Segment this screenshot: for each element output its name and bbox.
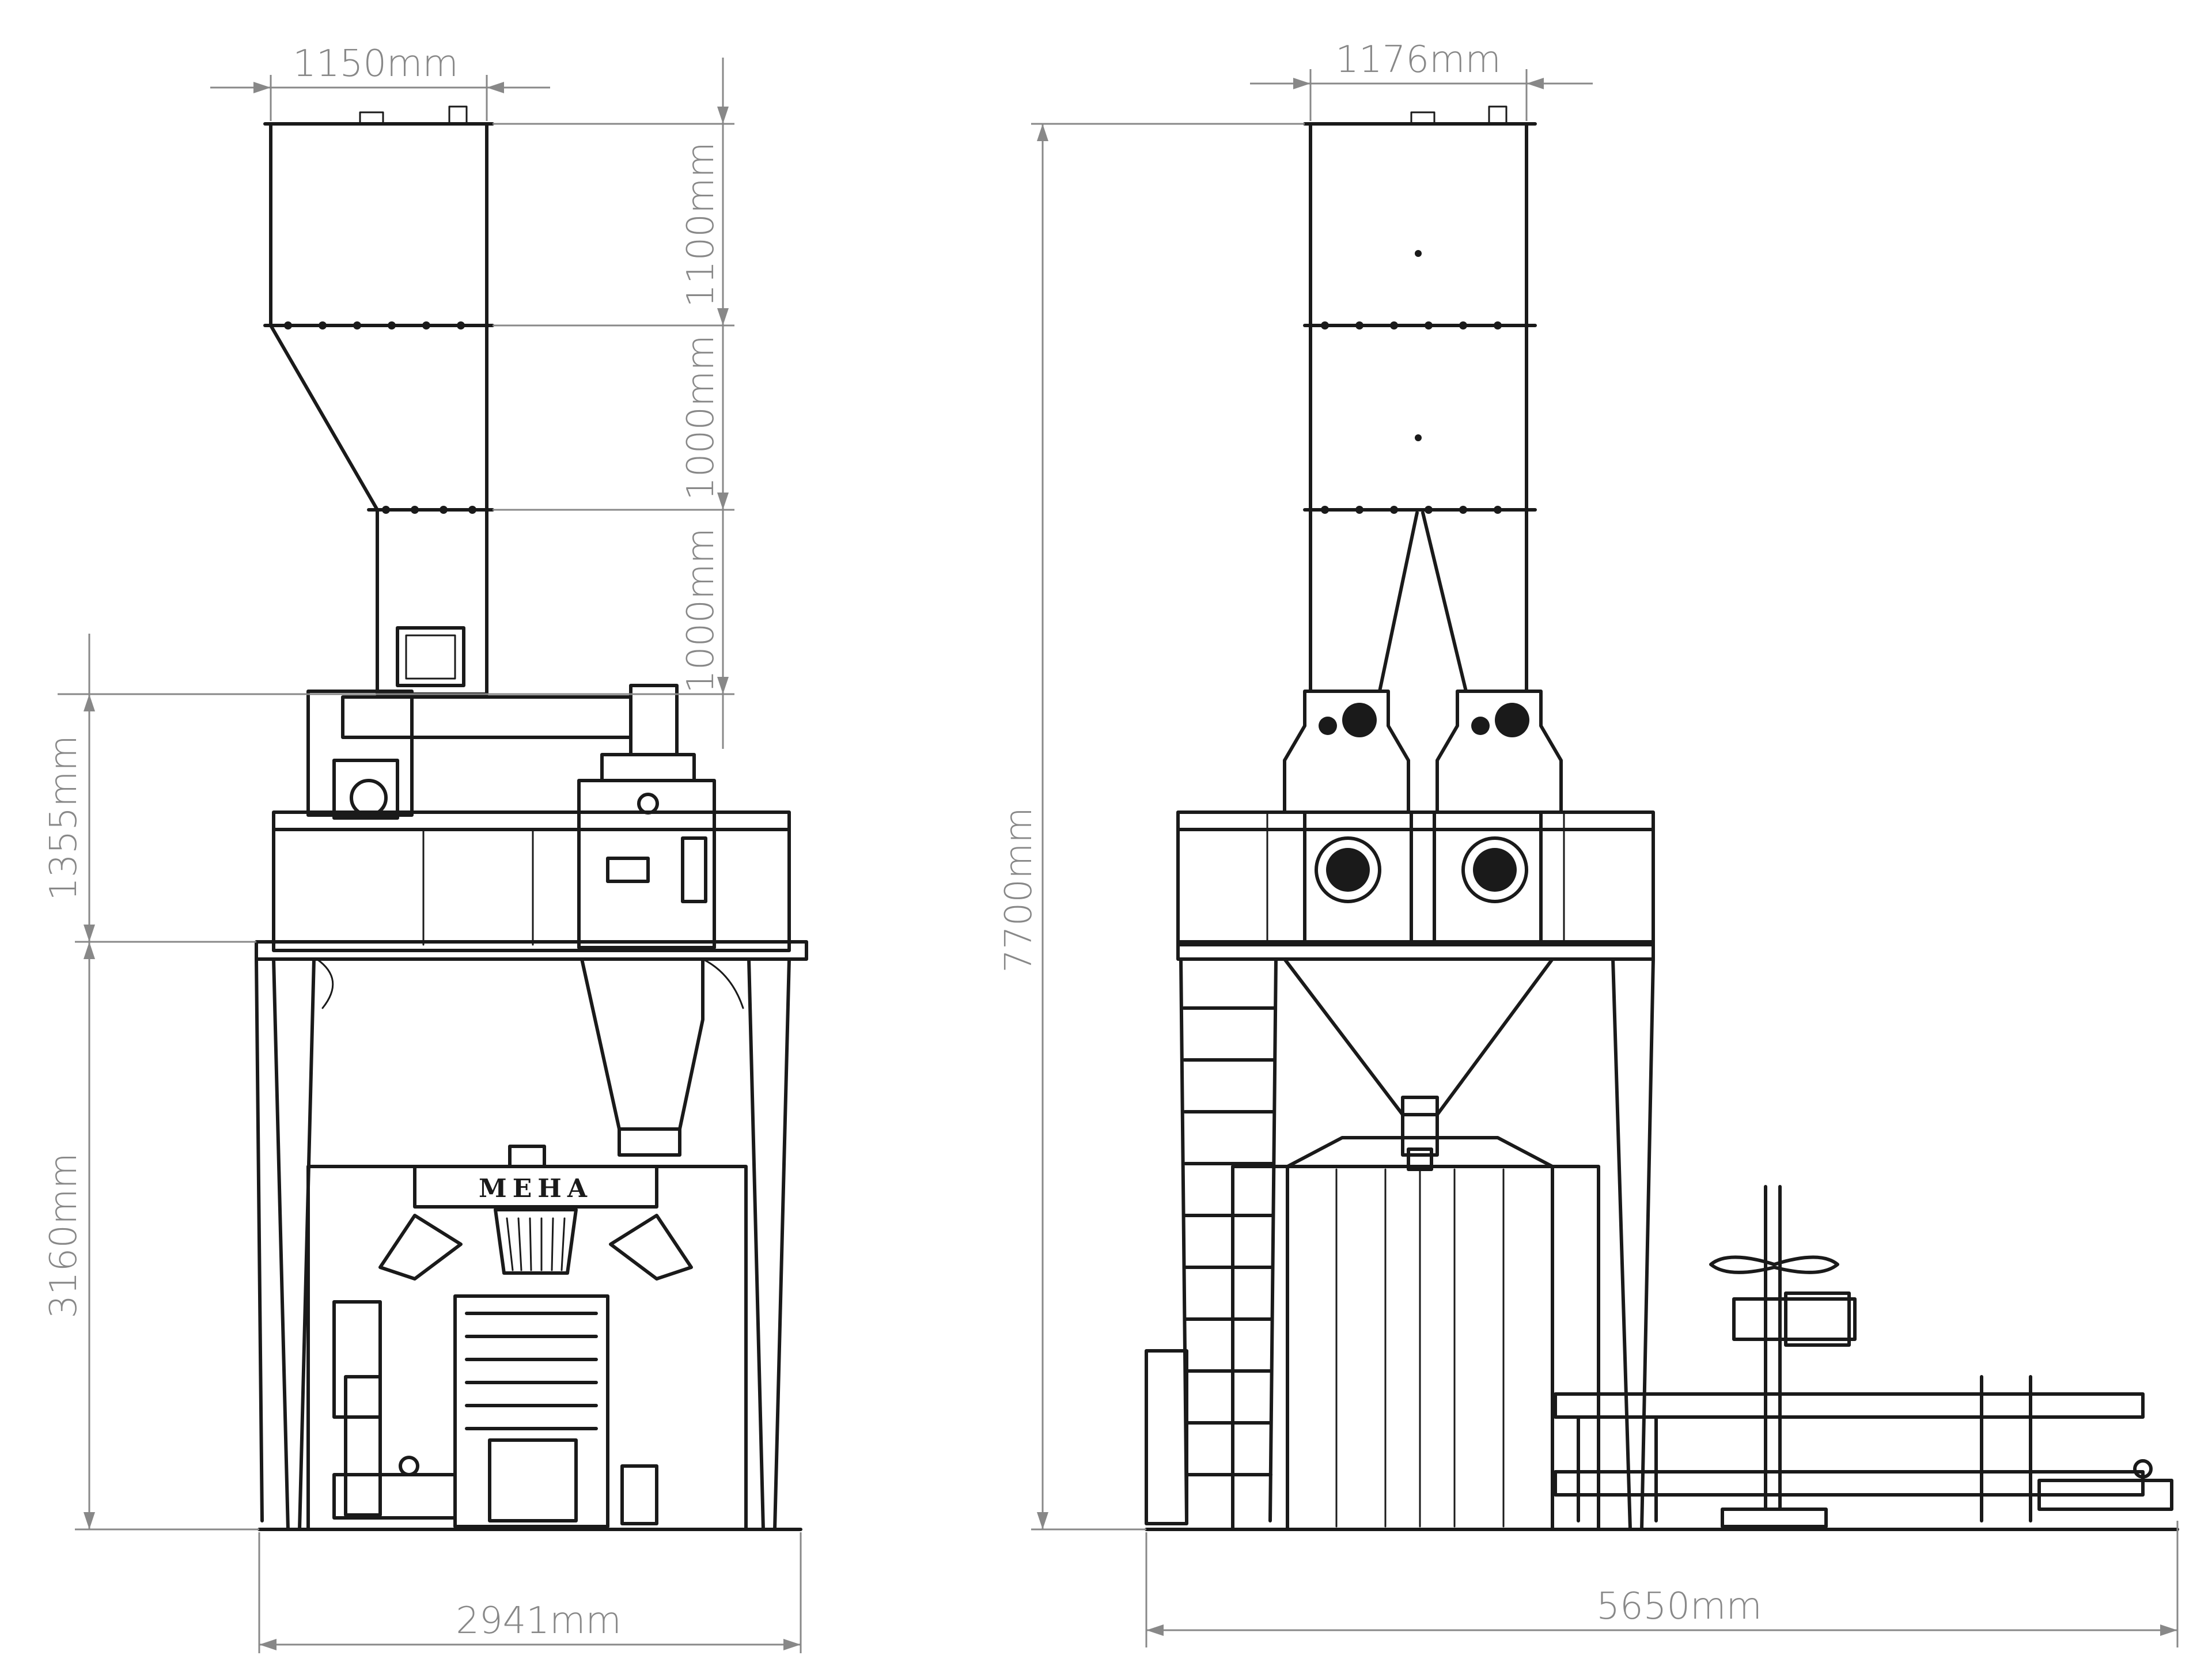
- feeder-motor-housing: [306, 690, 414, 817]
- dim-overall-width: 2941mm: [456, 1600, 622, 1642]
- control-cabinet: [1145, 1349, 1188, 1525]
- screw-feeder: [341, 695, 632, 739]
- side-discharge-cone: [1283, 957, 1554, 1116]
- side-platform-railing: [1176, 810, 1655, 946]
- dim-section-2: 1000mm: [680, 335, 722, 501]
- hopper-lower-chute: [376, 508, 488, 696]
- dim-platform-height: 1355mm: [43, 735, 85, 901]
- ladder: [1179, 957, 1278, 1522]
- side-roller: [2037, 1479, 2173, 1511]
- platform-deck: [255, 940, 808, 961]
- rotary-valve-left: [1315, 836, 1381, 903]
- dim-base-height: 3160mm: [43, 1153, 85, 1319]
- feeder-gearbox: [629, 684, 679, 756]
- split-chute: [1378, 511, 1468, 693]
- side-hopper-upper: [1309, 122, 1528, 512]
- bag-stacking-unit: [453, 1294, 609, 1528]
- bag-conveyor: [332, 1473, 457, 1520]
- dim-side-top-width: 1176mm: [1335, 39, 1501, 81]
- dim-top-width: 1150mm: [293, 43, 459, 85]
- hopper-upper-section: [269, 122, 488, 327]
- discharge-cone: [580, 957, 704, 1131]
- left-view-dimensions: 1150mm 1100mm 1000mm 1000mm 1355mm 3160m…: [43, 43, 802, 1653]
- hopper-taper-section: [269, 324, 488, 512]
- left-view-machine: MEHA: [255, 105, 808, 1531]
- belt-conveyor: [1554, 1392, 2145, 1419]
- brand-logo: MEHA: [479, 1174, 593, 1203]
- side-platform-deck: [1176, 940, 1655, 961]
- filling-spout: [494, 1208, 578, 1275]
- right-view-dimensions: 1176mm 7700mm 5650mm: [998, 39, 2179, 1647]
- dim-section-1: 1100mm: [680, 142, 722, 308]
- right-clamp: [609, 1214, 693, 1281]
- left-clamp: [378, 1214, 463, 1281]
- rotary-valve-right: [1461, 836, 1528, 903]
- dim-overall-length: 5650mm: [1596, 1585, 1762, 1628]
- dim-overall-height: 7700mm: [998, 807, 1040, 973]
- platform-railing: [272, 810, 791, 952]
- bag-holder-stand: [1709, 1185, 1857, 1528]
- dim-section-3: 1000mm: [680, 528, 722, 694]
- right-view-machine: [1145, 105, 2179, 1531]
- right-leg: [747, 957, 791, 1531]
- side-right-leg: [1611, 957, 1655, 1531]
